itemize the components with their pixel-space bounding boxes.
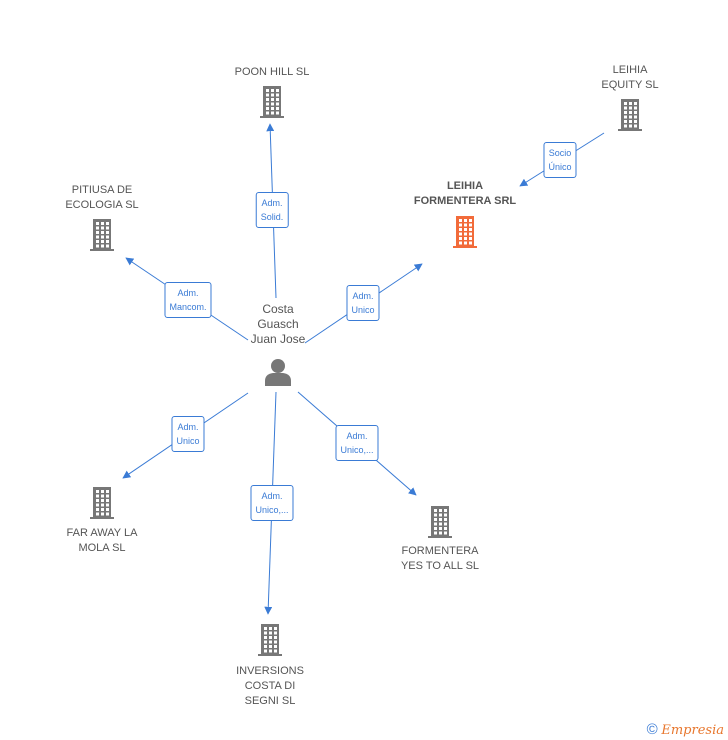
person-label[interactable]: Costa Guasch Juan Jose: [250, 302, 306, 346]
inversions-building-icon[interactable]: [255, 623, 285, 662]
poon-hill-label[interactable]: POON HILL SL: [234, 66, 310, 78]
far-away-label[interactable]: FAR AWAY LA MOLA SL: [66, 527, 138, 554]
edge-label-poon-hill[interactable]: Adm. Solid.: [255, 192, 289, 228]
pitiusa-label[interactable]: PITIUSA DE ECOLOGIA SL: [65, 184, 139, 211]
copyright-symbol: ©: [646, 721, 658, 738]
formentera-yes-building-icon[interactable]: [425, 505, 455, 544]
inversions-label[interactable]: INVERSIONS COSTA DI SEGNI SL: [236, 665, 304, 707]
leihia-formentera-label[interactable]: LEIHIA FORMENTERA SRL: [413, 180, 517, 207]
far-away-building-icon[interactable]: [87, 486, 117, 525]
leihia-formentera-building-icon[interactable]: [450, 215, 480, 254]
leihia-equity-building-icon[interactable]: [615, 98, 645, 137]
poon-hill-building-icon[interactable]: [257, 85, 287, 124]
formentera-yes-label[interactable]: FORMENTERA YES TO ALL SL: [400, 545, 480, 572]
edge-label-leihia-formentera[interactable]: Socio Único: [543, 142, 577, 178]
pitiusa-building-icon[interactable]: [87, 218, 117, 257]
edge-label-leihia-formentera[interactable]: Adm. Unico: [346, 285, 380, 321]
footer: © Empresia: [647, 721, 724, 738]
edge-label-formentera-yes[interactable]: Adm. Unico,...: [335, 425, 379, 461]
edge-label-far-away[interactable]: Adm. Unico: [171, 416, 205, 452]
edge-label-inversions[interactable]: Adm. Unico,...: [250, 485, 294, 521]
person-icon[interactable]: [263, 357, 293, 392]
brand-logo[interactable]: Empresia: [661, 723, 724, 738]
leihia-equity-label[interactable]: LEIHIA EQUITY SL: [601, 64, 659, 91]
edge-label-pitiusa[interactable]: Adm. Mancom.: [164, 282, 212, 318]
